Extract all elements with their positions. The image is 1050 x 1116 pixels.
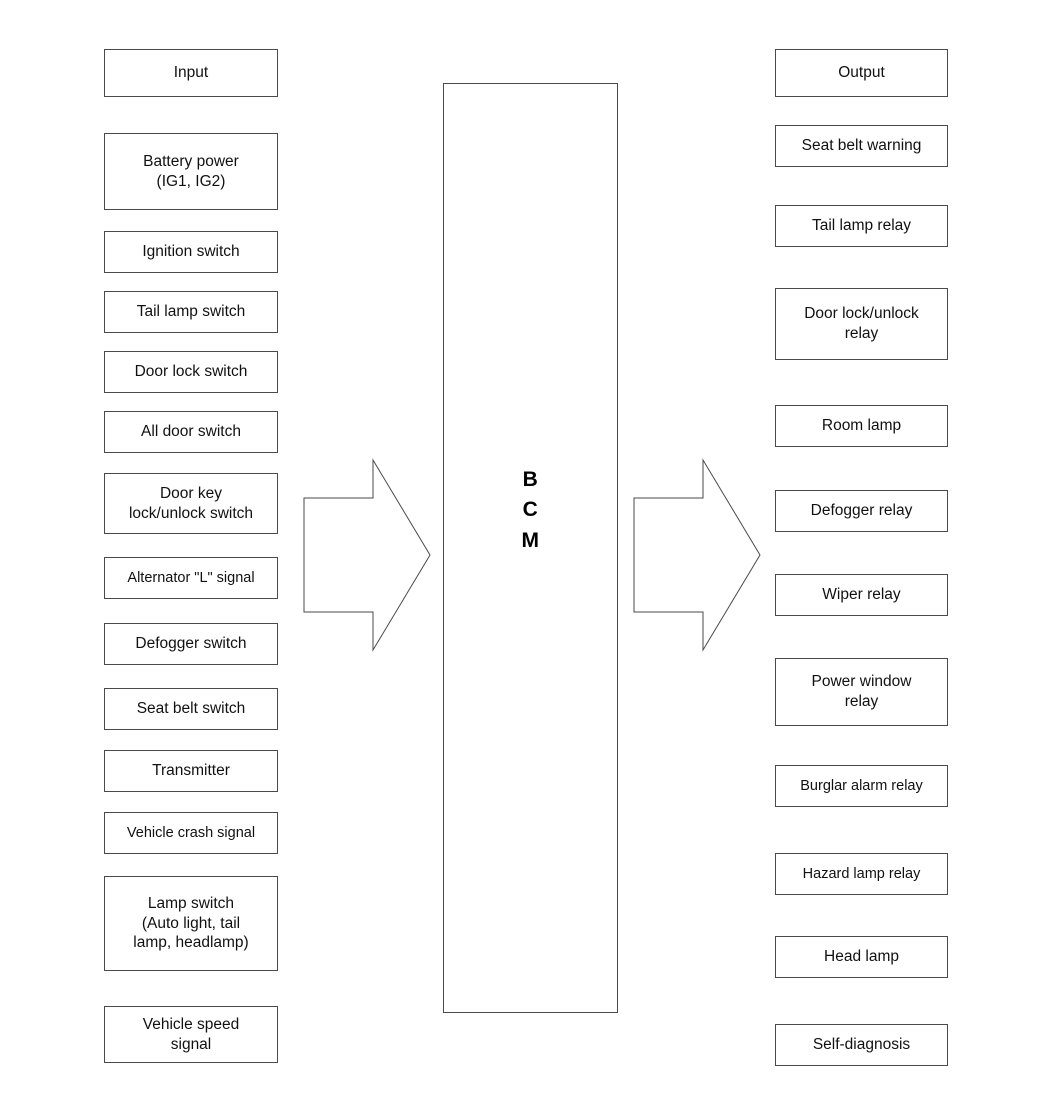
output-item-head-lamp: Head lamp [775,936,948,978]
input-item-seat-belt-switch: Seat belt switch [104,688,278,730]
output-column-header: Output [775,49,948,97]
output-item-power-window-relay: Power window relay [775,658,948,726]
output-item-door-lock-unlock-relay: Door lock/unlock relay [775,288,948,360]
input-item-vehicle-crash-signal: Vehicle crash signal [104,812,278,854]
output-item-room-lamp: Room lamp [775,405,948,447]
input-item-transmitter: Transmitter [104,750,278,792]
output-item-tail-lamp-relay: Tail lamp relay [775,205,948,247]
output-item-burglar-alarm-relay: Burglar alarm relay [775,765,948,807]
output-item-defogger-relay: Defogger relay [775,490,948,532]
input-item-ignition-switch: Ignition switch [104,231,278,273]
input-item-alternator-l-signal: Alternator "L" signal [104,557,278,599]
input-item-all-door-switch: All door switch [104,411,278,453]
output-item-seat-belt-warning: Seat belt warning [775,125,948,167]
input-item-lamp-switch: Lamp switch (Auto light, tail lamp, head… [104,876,278,971]
input-item-tail-lamp-switch: Tail lamp switch [104,291,278,333]
output-item-self-diagnosis: Self-diagnosis [775,1024,948,1066]
input-item-vehicle-speed-signal: Vehicle speed signal [104,1006,278,1063]
input-item-door-lock-switch: Door lock switch [104,351,278,393]
input-item-battery-power: Battery power (IG1, IG2) [104,133,278,210]
output-flow-arrow [633,458,761,652]
input-item-defogger-switch: Defogger switch [104,623,278,665]
input-item-door-key-lock-unlock-switch: Door key lock/unlock switch [104,473,278,534]
output-item-wiper-relay: Wiper relay [775,574,948,616]
input-column-header: Input [104,49,278,97]
input-flow-arrow [303,458,431,652]
bcm-label: B C M [521,468,540,552]
output-item-hazard-lamp-relay: Hazard lamp relay [775,853,948,895]
bcm-module-box [443,83,618,1013]
